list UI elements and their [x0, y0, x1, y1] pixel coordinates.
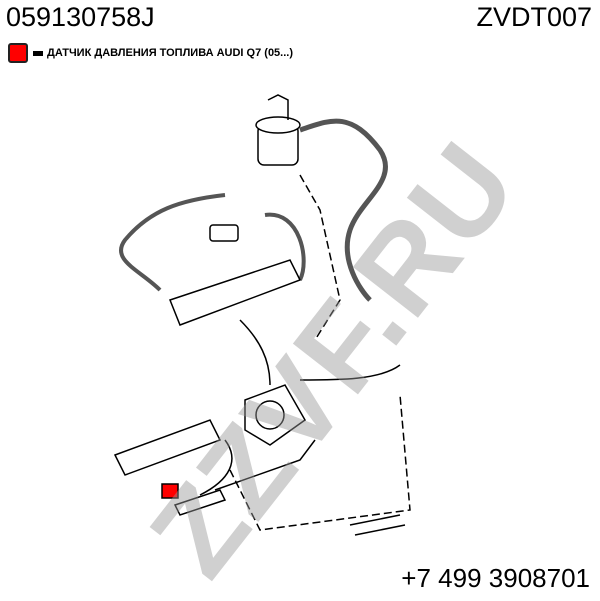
phone-number: +7 499 3908701 — [401, 563, 590, 593]
pipe — [199, 439, 233, 496]
hose — [118, 193, 226, 292]
dashed-outline — [229, 394, 411, 531]
legend-dash — [33, 50, 43, 56]
legend-color-swatch — [8, 43, 28, 63]
lower-fuel-rail — [113, 419, 227, 516]
legend-label: ДАТЧИК ДАВЛЕНИЯ ТОПЛИВА AUDI Q7 (05...) — [47, 47, 294, 59]
dashed-outline — [299, 174, 341, 341]
fuel-filter — [255, 94, 301, 166]
part-number: 059130758J — [6, 2, 155, 32]
high-pressure-pump — [244, 384, 306, 446]
pipe — [214, 439, 316, 491]
fuel-pressure-sensor[interactable] — [161, 483, 179, 499]
hose — [264, 212, 306, 281]
catalog-code: ZVDT007 — [476, 2, 592, 32]
fuel-rail — [169, 224, 302, 326]
hose — [299, 118, 388, 302]
pipe — [239, 319, 271, 386]
legend: ДАТЧИК ДАВЛЕНИЯ ТОПЛИВА AUDI Q7 (05...) — [8, 43, 293, 63]
wires — [349, 514, 406, 536]
pipe — [299, 364, 401, 381]
